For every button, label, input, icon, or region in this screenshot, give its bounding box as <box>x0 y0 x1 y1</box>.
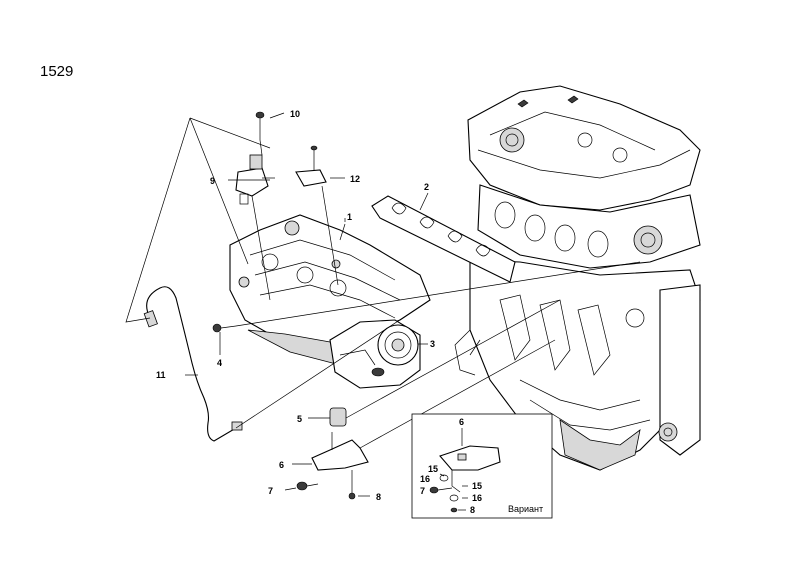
bolt-part-4-illustration <box>212 323 237 333</box>
exhaust-manifold-illustration <box>229 214 431 366</box>
valve-part-9-illustration <box>235 154 275 205</box>
callout-11: 11 <box>156 370 166 380</box>
callout-8: 8 <box>376 492 381 502</box>
callout-2: 2 <box>424 182 429 192</box>
variant-label: Вариант <box>508 504 543 514</box>
bolt-part-10-illustration <box>255 111 265 140</box>
callout-labels: 10 9 12 2 1 3 4 11 5 6 7 8 6 15 16 7 15 … <box>156 109 482 515</box>
page-number: 1529 <box>40 63 73 80</box>
callout-9: 9 <box>210 176 215 186</box>
callout-7: 7 <box>268 486 273 496</box>
sensor-part-12-illustration <box>295 145 327 187</box>
variant-callout-7: 7 <box>420 486 425 496</box>
callout-3: 3 <box>430 339 435 349</box>
mount-parts-5-6-7-8-illustration <box>296 407 369 500</box>
variant-callout-16b: 16 <box>472 493 482 503</box>
callout-6: 6 <box>279 460 284 470</box>
callout-12: 12 <box>350 174 360 184</box>
intake-manifold-gasket-illustration <box>371 195 516 283</box>
variant-callout-15a: 15 <box>428 464 438 474</box>
variant-callout-16a: 16 <box>420 474 430 484</box>
engine-block-illustration <box>454 85 701 471</box>
variant-inset-box: Вариант <box>411 413 553 519</box>
callout-4: 4 <box>217 358 222 368</box>
variant-callout-15b: 15 <box>472 481 482 491</box>
turbocharger-illustration <box>329 319 421 389</box>
variant-callout-8: 8 <box>470 505 475 515</box>
callout-5: 5 <box>297 414 302 424</box>
variant-callout-6: 6 <box>459 417 464 427</box>
leader-lines <box>125 112 641 497</box>
callout-10: 10 <box>290 109 300 119</box>
callout-1: 1 <box>347 212 352 222</box>
oil-line-part-11-illustration <box>143 286 243 442</box>
